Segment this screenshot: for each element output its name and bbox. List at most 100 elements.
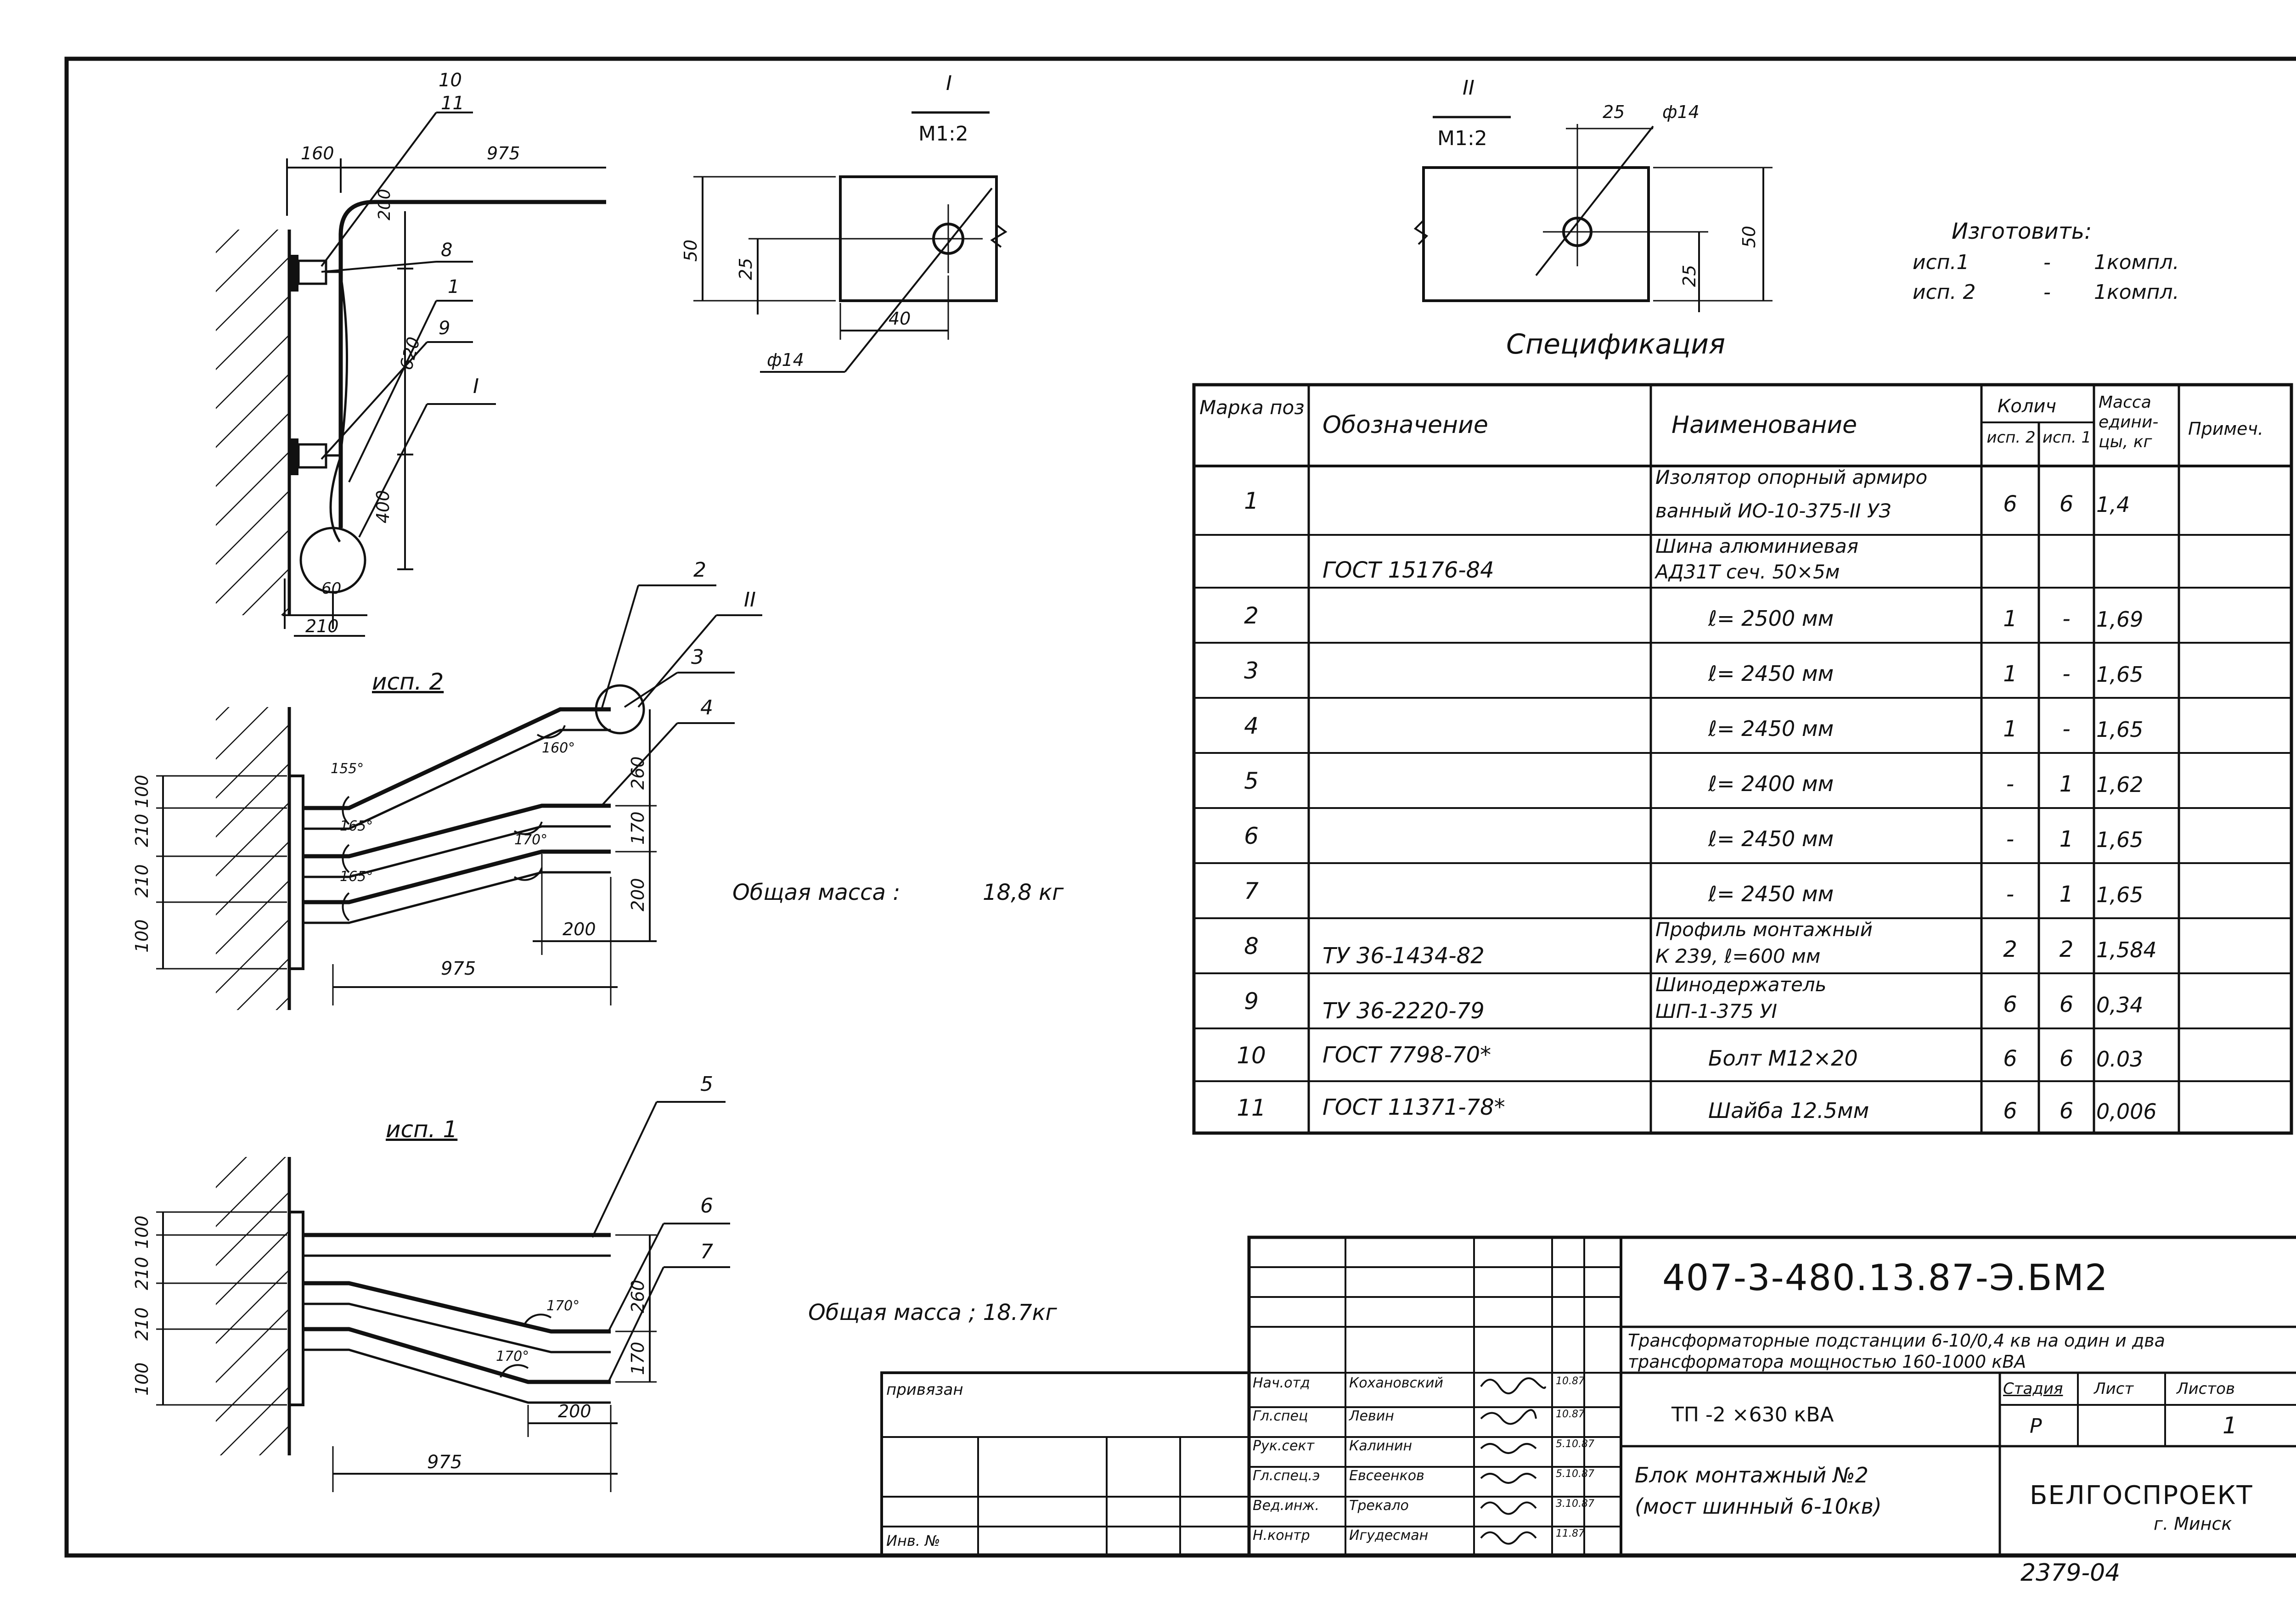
leader-label: 11: [441, 93, 464, 114]
spec-header-qty-isp1: исп. 1: [2042, 428, 2092, 447]
spec-cell-position: 10: [1237, 1042, 1266, 1069]
approval-date: 11.87: [1556, 1528, 1585, 1539]
spec-header-name: Наименование: [1671, 411, 1857, 439]
spec-header-qty: Колич: [1998, 396, 2057, 417]
title-block-grid: [880, 1235, 2296, 1557]
approval-date: 5.10.87: [1556, 1438, 1594, 1450]
spec-cell-name: Шайба 12.5мм: [1708, 1098, 1869, 1123]
spec-cell-mass: 0.03: [2096, 1046, 2144, 1072]
spec-cell-mass: 1,584: [2096, 938, 2157, 962]
dimension-label: 210: [132, 1257, 152, 1290]
detail-1-title: I: [946, 72, 952, 95]
dimension-label: 60: [321, 579, 342, 598]
spec-cell-qty-isp1: 2: [2059, 937, 2074, 962]
leader-label: 5: [700, 1072, 713, 1096]
spec-cell-name: Шина алюминиевая: [1655, 535, 1859, 557]
dimension-label: 160: [301, 143, 334, 163]
spec-cell-mass: 1,65: [2096, 827, 2144, 852]
spec-cell-name: Шинодержатель: [1655, 973, 1827, 996]
make-note-isp: исп. 2: [1913, 281, 1976, 304]
dimension-label: 170: [628, 811, 648, 845]
spec-cell-qty-isp2: 6: [2003, 992, 2017, 1017]
dimension-label: 100: [132, 919, 152, 953]
spec-cell-designation: ТУ 36-1434-82: [1322, 943, 1485, 969]
dimension-label: 400: [373, 490, 393, 523]
approval-name: Трекало: [1349, 1498, 1409, 1514]
spec-cell-name: ℓ= 2450 мм: [1708, 881, 1834, 906]
spec-cell-name: ℓ= 2450 мм: [1708, 826, 1834, 851]
approval-role: Рук.сект: [1253, 1438, 1315, 1454]
object-name: ТП -2 ×630 кВА: [1671, 1403, 1834, 1426]
spec-cell-qty-isp1: 1: [2059, 881, 2074, 907]
spec-cell-qty-isp1: -: [2062, 606, 2071, 632]
leader-label: 2: [693, 558, 706, 582]
spec-cell-qty-isp2: 6: [2003, 1098, 2017, 1124]
dimension-label: 50: [1739, 225, 1759, 248]
leader-label: 9: [439, 318, 450, 339]
spec-cell-qty-isp1: -: [2062, 716, 2071, 742]
dimension-label: 100: [132, 775, 152, 808]
leader-label: 6: [700, 1194, 713, 1218]
dimension-label: 975: [427, 1452, 462, 1473]
spec-cell-position: 9: [1244, 988, 1259, 1015]
dimension-label: 260: [628, 756, 648, 790]
detail-2-title: II: [1463, 76, 1474, 100]
spec-cell-position: 8: [1244, 933, 1259, 960]
approval-name: Калинин: [1349, 1438, 1412, 1454]
spec-cell-qty-isp2: 1: [2003, 661, 2017, 687]
dimension-label: 200: [628, 878, 648, 911]
spec-cell-position: 1: [1244, 488, 1259, 514]
sheet-title-2: (мост шинный 6-10кв): [1635, 1494, 1882, 1519]
project-title: Трансформаторные подстанции 6-10/0,4 кв …: [1628, 1331, 2165, 1372]
approval-date: 3.10.87: [1556, 1498, 1594, 1510]
spec-cell-mass: 1,65: [2096, 662, 2144, 687]
leader-label: 1: [448, 276, 460, 298]
angle-label: 170°: [496, 1348, 529, 1364]
spec-cell-position: 5: [1244, 768, 1259, 794]
spec-header-note: Примеч.: [2188, 419, 2263, 439]
leader-label: 8: [441, 240, 453, 261]
angle-label: 165°: [340, 818, 373, 834]
detail-1: [693, 111, 1007, 373]
dimension-label: 210: [305, 616, 339, 636]
spec-cell-qty-isp2: 6: [2003, 491, 2017, 517]
spec-cell-qty-isp1: 1: [2059, 771, 2074, 797]
spec-cell-name: Болт М12×20: [1708, 1045, 1858, 1071]
spec-header-mark: Марка поз: [1199, 396, 1305, 419]
spec-cell-name: ШП-1-375 УI: [1655, 1000, 1778, 1022]
make-note-dash: -: [2043, 251, 2051, 274]
doc-code: 407-3-480.13.87-Э.БМ2: [1662, 1258, 2109, 1299]
spec-header-mass: Масса едини- цы, кг: [2099, 393, 2159, 452]
detail-2-scale: М1:2: [1437, 127, 1487, 150]
dimension-label: ф14: [767, 350, 804, 370]
spec-cell-position: 3: [1244, 657, 1259, 684]
spec-cell-qty-isp2: -: [2006, 881, 2015, 907]
sheet-title-1: Блок монтажный №2: [1635, 1463, 1868, 1488]
archive-number: 2379-04: [2020, 1559, 2121, 1587]
dimension-label: 100: [132, 1215, 152, 1249]
approval-role: Нач.отд: [1253, 1375, 1310, 1391]
detail-1-scale: М1:2: [918, 122, 968, 146]
spec-header-qty-isp2: исп. 2: [1986, 428, 2036, 447]
dimension-label: 200: [563, 919, 596, 939]
spec-cell-name: АД31Т сеч. 50×5м: [1655, 560, 1840, 583]
leader-label: 7: [700, 1240, 713, 1263]
isp1-label: исп. 1: [386, 1116, 458, 1143]
signatures: [1480, 1377, 1546, 1545]
dimension-label: 25: [736, 258, 756, 280]
privyazan-label: привязан: [886, 1381, 963, 1399]
dimension-label: 260: [628, 1280, 648, 1313]
leader-label: 4: [700, 696, 713, 719]
spec-cell-position: 6: [1244, 823, 1259, 849]
spec-title: Спецификация: [1506, 328, 1726, 360]
make-note-qty: 1компл.: [2094, 251, 2179, 274]
spec-cell-position: 11: [1237, 1094, 1266, 1121]
angle-label: 160°: [542, 740, 575, 756]
leader-label: 3: [691, 646, 704, 669]
spec-cell-position: 4: [1244, 713, 1259, 739]
sheets-label: Листов: [2177, 1380, 2235, 1398]
spec-cell-designation: ТУ 36-2220-79: [1322, 998, 1485, 1024]
leader-label: II: [744, 588, 756, 612]
spec-cell-name: Профиль монтажный: [1655, 918, 1873, 941]
